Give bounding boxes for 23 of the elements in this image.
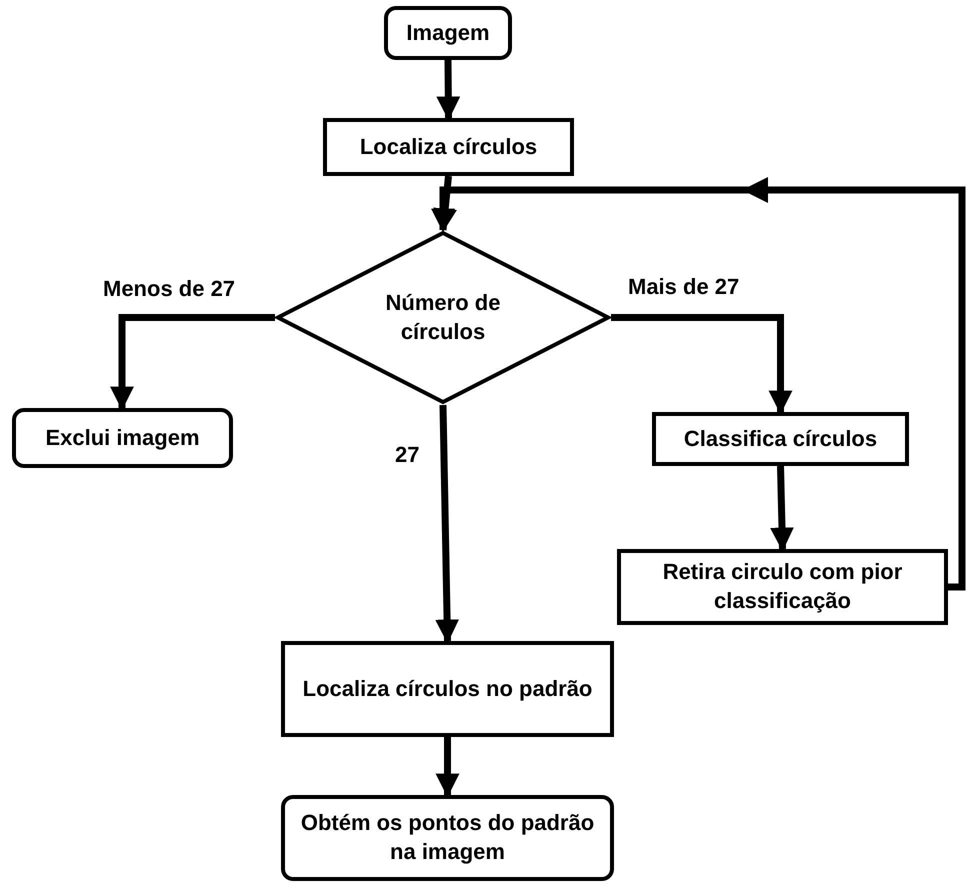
process-box bbox=[652, 412, 909, 466]
process-box bbox=[384, 6, 512, 60]
arrow bbox=[611, 314, 792, 414]
arrow bbox=[433, 176, 457, 232]
decision-diamond bbox=[275, 230, 611, 405]
node-text: Exclui imagem bbox=[45, 424, 200, 452]
node-text: Retira circulo com pior classificação bbox=[662, 558, 904, 615]
process-box bbox=[281, 641, 614, 737]
arrow bbox=[110, 314, 275, 410]
process-box bbox=[323, 118, 574, 176]
process-box bbox=[12, 408, 233, 468]
node-text: Localiza círculos no padrão bbox=[302, 674, 592, 703]
node-text: Localiza círculos bbox=[360, 132, 538, 161]
arrow bbox=[436, 60, 460, 120]
arrow bbox=[770, 466, 794, 552]
arrow bbox=[436, 737, 460, 798]
node-text: Obtém os pontos do padrão na imagem bbox=[300, 809, 596, 866]
node-text: Classifica círculos bbox=[684, 424, 878, 453]
node-text: Imagem bbox=[406, 18, 490, 47]
arrow bbox=[435, 404, 459, 644]
node-text: Número de círculos bbox=[384, 288, 502, 346]
process-box bbox=[281, 795, 614, 881]
process-box bbox=[617, 549, 948, 625]
